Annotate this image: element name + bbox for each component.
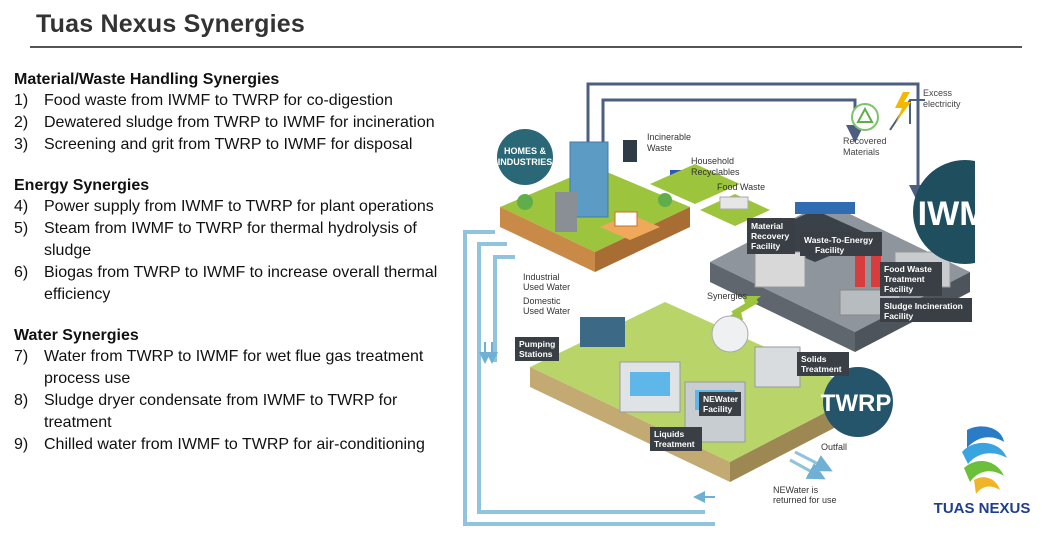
item-number: 9) — [14, 436, 29, 453]
list-item: 1) Food waste from IWMF to TWRP for co-di… — [14, 90, 464, 112]
section-heading: Material/Waste Handling Synergies — [14, 71, 280, 88]
item-text: Biogas from TWRP to IWMF to increase ove… — [44, 264, 438, 303]
section-heading: Energy Synergies — [14, 177, 150, 194]
item-number: 5) — [14, 220, 29, 237]
item-text: Screening and grit from TWRP to IWMF for… — [44, 136, 413, 153]
list-item: 9) Chilled water from IWMF to TWRP for ai… — [14, 434, 464, 456]
item-number: 4) — [14, 198, 29, 215]
item-text: Sludge dryer condensate from IWMF to TWR… — [44, 392, 398, 431]
item-text: Power supply from IWMF to TWRP for plant… — [44, 198, 434, 215]
svg-text:TWRP: TWRP — [821, 390, 892, 417]
water-flow-arrows — [479, 342, 715, 503]
iwmf-badge: IWMF — [913, 160, 975, 264]
tuas-nexus-logo: TUAS NEXUS — [922, 420, 1042, 517]
item-text: Steam from IWMF to TWRP for thermal hydr… — [44, 220, 417, 259]
list-item: 6) Biogas from TWRP to IWMF to increase o… — [14, 262, 464, 306]
list-item: 8) Sludge dryer condensate from IWMF to T… — [14, 390, 464, 434]
item-number: 8) — [14, 392, 29, 409]
item-number: 6) — [14, 264, 29, 281]
twrp-badge: TWRP — [821, 367, 893, 437]
svg-text:HOMES &: HOMES & — [504, 146, 547, 156]
svg-text:INDUSTRIES: INDUSTRIES — [498, 157, 553, 167]
section-heading: Water Synergies — [14, 327, 139, 344]
title-divider — [30, 46, 1022, 48]
section-water: Water Synergies 7) Water from TWRP to IWM… — [14, 326, 464, 456]
list-item: 7) Water from TWRP to IWMF for wet flue g… — [14, 346, 464, 390]
homes-industries-platform — [500, 141, 690, 272]
item-text: Dewatered sludge from TWRP to IWMF for i… — [44, 114, 435, 131]
list-item: 3) Screening and grit from TWRP to IWMF f… — [14, 134, 464, 156]
item-text: Water from TWRP to IWMF for wet flue gas… — [44, 348, 424, 387]
outfall-arrow — [789, 450, 833, 480]
recycle-icon — [851, 103, 879, 131]
waste-bins — [623, 140, 770, 226]
lightning-icon — [895, 92, 911, 122]
item-number: 1) — [14, 92, 29, 109]
item-number: 2) — [14, 114, 29, 131]
svg-text:IWMF: IWMF — [918, 195, 975, 233]
section-energy: Energy Synergies 4) Power supply from IWM… — [14, 176, 464, 306]
synergy-list: Material/Waste Handling Synergies 1) Food… — [14, 70, 464, 456]
synergies-label: Synergies — [707, 291, 748, 301]
tuas-nexus-logo-mark — [962, 426, 1007, 494]
outfall-label: Outfall — [821, 442, 847, 452]
item-text: Food waste from IWMF to TWRP for co-dige… — [44, 92, 393, 109]
list-item: 4) Power supply from IWMF to TWRP for pla… — [14, 196, 464, 218]
item-text: Chilled water from IWMF to TWRP for air-… — [44, 436, 425, 453]
list-item: 2) Dewatered sludge from TWRP to IWMF for… — [14, 112, 464, 134]
homes-industries-badge: HOMES & INDUSTRIES — [497, 129, 553, 185]
item-number: 7) — [14, 348, 29, 365]
section-material: Material/Waste Handling Synergies 1) Food… — [14, 70, 464, 156]
food-waste-label: Food Waste — [717, 182, 765, 192]
water-pipes — [463, 230, 715, 526]
item-number: 3) — [14, 136, 29, 153]
page-title: Tuas Nexus Synergies — [36, 10, 305, 38]
logo-text: TUAS NEXUS — [933, 500, 1031, 517]
list-item: 5) Steam from IWMF to TWRP for thermal hy… — [14, 218, 464, 262]
